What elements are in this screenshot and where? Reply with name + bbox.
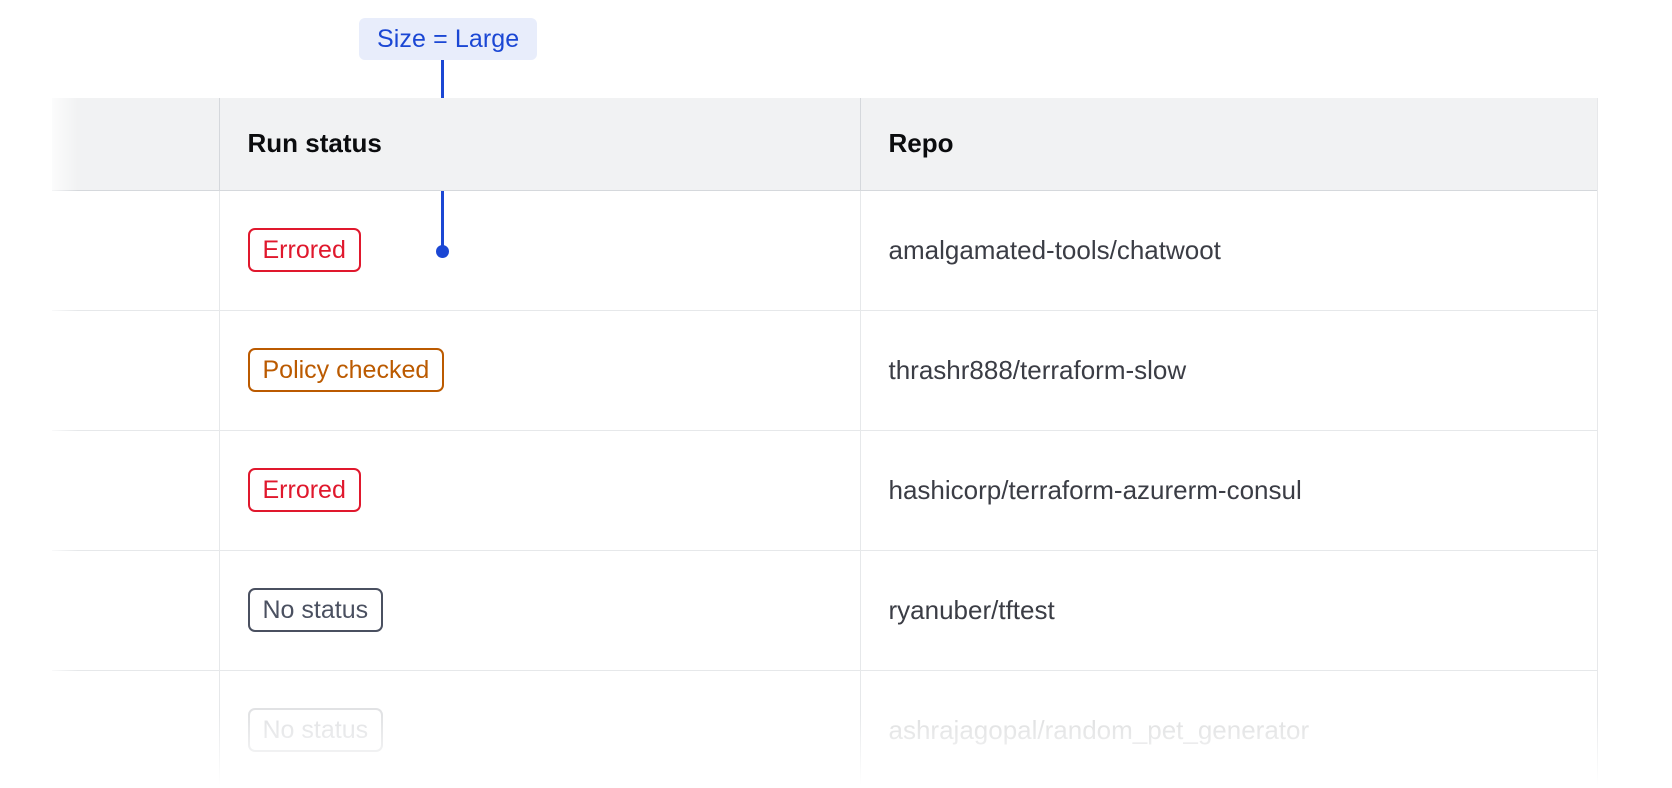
size-annotation-badge: Size = Large — [359, 18, 538, 60]
table-cell-lead — [52, 430, 220, 551]
table-cell-run-status: No status — [219, 670, 861, 788]
table-row[interactable]: Errored amalgamated-tools/chatwoot — [52, 190, 1598, 311]
column-header-run-status[interactable]: Run status — [219, 98, 861, 191]
table-cell-repo: ryanuber/tftest — [860, 550, 1598, 671]
table-row[interactable]: Policy checked thrashr888/terraform-slow — [52, 310, 1598, 431]
table-cell-repo: hashicorp/terraform-azurerm-consul — [860, 430, 1598, 551]
table-cell-repo: thrashr888/terraform-slow — [860, 310, 1598, 431]
table-cell-repo: amalgamated-tools/chatwoot — [860, 190, 1598, 311]
right-edge-fade — [1596, 98, 1672, 788]
table-row[interactable]: No status ashrajagopal/random_pet_generat… — [52, 670, 1598, 788]
run-status-table-wrapper: Run status Repo Errored amalgamated-tools… — [52, 98, 1598, 788]
table-cell-lead — [52, 550, 220, 671]
status-badge[interactable]: Errored — [247, 228, 361, 272]
table-row[interactable]: No status ryanuber/tftest — [52, 550, 1598, 671]
table-row[interactable]: Errored hashicorp/terraform-azurerm-consu… — [52, 430, 1598, 551]
column-header-repo[interactable]: Repo — [860, 98, 1598, 191]
table-cell-run-status: Errored — [219, 430, 861, 551]
status-badge[interactable]: No status — [247, 708, 384, 752]
table-cell-run-status: Policy checked — [219, 310, 861, 431]
table-cell-run-status: Errored — [219, 190, 861, 311]
table-header: Run status Repo — [52, 98, 1598, 191]
run-status-table: Run status Repo Errored amalgamated-tools… — [52, 98, 1598, 788]
status-badge[interactable]: Policy checked — [247, 348, 445, 392]
table-cell-lead — [52, 190, 220, 311]
table-right-divider — [1597, 98, 1598, 788]
status-badge[interactable]: Errored — [247, 468, 361, 512]
table-cell-lead — [52, 670, 220, 788]
table-cell-repo: ashrajagopal/random_pet_generator — [860, 670, 1598, 788]
table-cell-lead — [52, 310, 220, 431]
table-cell-run-status: No status — [219, 550, 861, 671]
status-badge[interactable]: No status — [247, 588, 384, 632]
table-header-row: Run status Repo — [52, 98, 1598, 191]
column-header-lead[interactable] — [52, 98, 220, 191]
